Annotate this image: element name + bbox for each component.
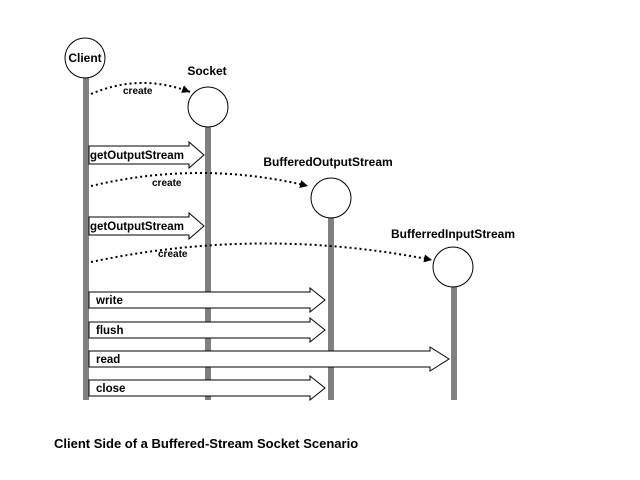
get-output-stream-arrow-1 [88,140,205,170]
read-label: read [96,354,120,366]
client-label: Client [68,51,101,65]
write-arrow [88,286,326,314]
get-output-stream-label-2: getOutputStream [90,221,184,233]
buffered-input-stream-object-circle [432,246,474,288]
diagram-caption: Client Side of a Buffered-Stream Socket … [54,436,359,451]
buffered-input-stream-lifeline [451,287,457,400]
get-output-stream-label-1: getOutputStream [90,150,184,162]
buffered-input-stream-label: BufferredInputStream [391,227,515,241]
write-label: write [95,295,123,307]
create-arrow-socket [90,81,191,95]
client-lifeline [83,78,89,400]
socket-object-circle [187,86,229,128]
create-label-buffered-input-stream: create [158,249,188,260]
socket-label: Socket [187,64,226,78]
flush-arrow [88,316,326,344]
buffered-output-stream-lifeline [328,218,334,400]
create-label-socket: create [123,86,153,97]
buffered-output-stream-object-circle [310,177,352,219]
close-label: close [96,383,125,395]
create-label-buffered-output-stream: create [152,178,182,189]
flush-label: flush [96,325,123,337]
read-arrow [88,346,450,372]
close-arrow [88,374,326,402]
buffered-output-stream-label: BufferedOutputStream [263,155,392,169]
client-object-circle [64,37,106,79]
socket-lifeline [205,127,211,400]
create-arrow-buffered-input-stream [90,242,433,263]
get-output-stream-arrow-2 [88,211,205,241]
create-arrow-buffered-output-stream [90,172,309,189]
